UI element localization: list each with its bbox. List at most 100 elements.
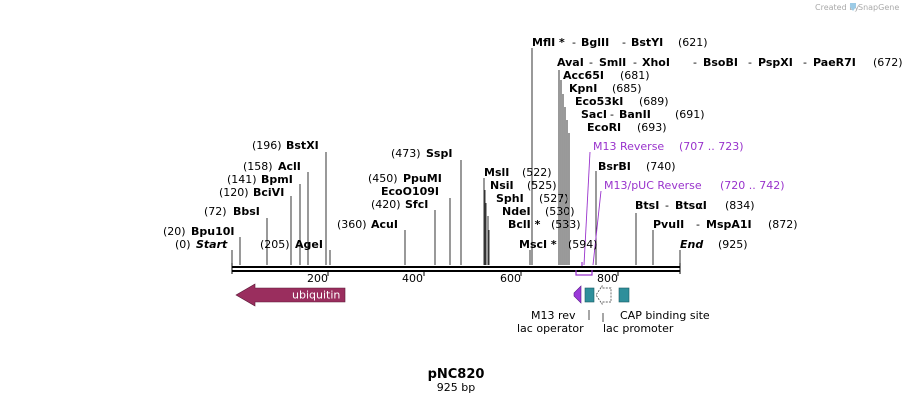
tick-label-200: 200: [307, 272, 328, 285]
site-bstxi-pos: (196): [252, 139, 282, 152]
site-avai-sep-1: -: [589, 56, 593, 69]
feature-cap-binding-site[interactable]: [618, 287, 630, 303]
site-acli[interactable]: (158) AclI: [243, 160, 301, 173]
site-sfci[interactable]: (420) SfcI: [371, 198, 428, 211]
tick-label-400: 400: [402, 272, 423, 285]
lac-operator-label: lac operator: [517, 322, 584, 335]
site-btsai-name: BtsαI: [675, 199, 707, 212]
site-avai-sep-4: -: [748, 56, 752, 69]
site-bcivi[interactable]: (120) BciVI: [219, 186, 284, 199]
site-avai[interactable]: AvaI - SmlI - XhoI - BsoBI - PspXI - Pae…: [557, 56, 903, 69]
site-bstxi-name: BstXI: [286, 139, 319, 152]
site-avai-pos: (672): [873, 56, 903, 69]
site-sfci-name: SfcI: [405, 198, 428, 211]
primer-m13-puc-reverse[interactable]: M13/pUC Reverse (720 .. 742): [604, 179, 785, 192]
site-bbsi[interactable]: (72) BbsI: [204, 205, 260, 218]
site-eco0109i[interactable]: EcoO109I: [381, 185, 439, 198]
site-nsii[interactable]: NsiI (525): [490, 179, 557, 192]
site-xhoi-name: XhoI: [642, 56, 670, 69]
site-bsrbi[interactable]: BsrBI (740): [598, 160, 676, 173]
site-btsi-sep: -: [665, 199, 669, 212]
feature-lac-promoter[interactable]: [595, 284, 612, 306]
site-nsii-pos: (525): [527, 179, 557, 192]
site-ecori-pos: (693): [637, 121, 667, 134]
site-ndei[interactable]: NdeI (530): [502, 205, 575, 218]
ubiquitin-arrow: [235, 283, 346, 307]
primer-m13-reverse[interactable]: M13 Reverse (707 .. 723): [593, 140, 744, 153]
site-acui[interactable]: (360) AcuI: [337, 218, 398, 231]
feature-ubiquitin[interactable]: ubiquitin: [235, 283, 346, 307]
site-bsobi-name: BsoBI: [703, 56, 738, 69]
site-end-pos: (925): [718, 238, 748, 251]
plasmid-length: 925 bp: [437, 381, 475, 394]
site-eco53ki-pos: (689): [639, 95, 669, 108]
site-acc65i[interactable]: Acc65I (681): [563, 69, 650, 82]
site-pvuii[interactable]: PvuII - MspA1I (872): [653, 218, 798, 231]
site-bbsi-name: BbsI: [233, 205, 260, 218]
site-ecori[interactable]: EcoRI (693): [587, 121, 667, 134]
site-bstxi[interactable]: (196) BstXI: [252, 139, 319, 152]
site-paer7i-name: PaeR7I: [813, 56, 856, 69]
site-sspi[interactable]: (473) SspI: [391, 147, 452, 160]
site-avai-sep-5: -: [803, 56, 807, 69]
site-bsrbi-name: BsrBI: [598, 160, 631, 173]
axis-ticks: 200 400 600 800: [307, 272, 619, 285]
feature-lac-operator[interactable]: [584, 287, 595, 303]
site-msli-pos: (522): [522, 166, 552, 179]
lac-promoter-label: lac promoter: [603, 322, 674, 335]
cap-binding-site-label: CAP binding site: [620, 309, 710, 322]
site-ppumi[interactable]: (450) PpuMI: [368, 172, 442, 185]
site-msci-pos: (594): [568, 238, 598, 251]
site-eco53ki[interactable]: Eco53kI (689): [575, 95, 669, 108]
site-sspi-pos: (473): [391, 147, 421, 160]
feature-m13-rev[interactable]: [573, 285, 582, 304]
site-end[interactable]: End (925): [680, 238, 748, 251]
site-eco0109i-name: EcoO109I: [381, 185, 439, 198]
ubiquitin-label: ubiquitin: [292, 289, 340, 302]
site-start[interactable]: (0) Start: [175, 238, 228, 251]
site-leader-lines: [231, 48, 681, 265]
site-kpni[interactable]: KpnI (685): [569, 82, 642, 95]
site-kpni-name: KpnI: [569, 82, 597, 95]
site-saci[interactable]: SacI - BanII (691): [581, 108, 705, 121]
site-avai-sep-3: -: [693, 56, 697, 69]
site-mfli-sep-2: -: [622, 36, 626, 49]
site-acui-name: AcuI: [371, 218, 398, 231]
site-bstyi-name: BstYI: [631, 36, 663, 49]
site-bcli-name: BclI *: [508, 218, 541, 231]
primer-leader-lines: [583, 151, 602, 266]
site-ndei-name: NdeI: [502, 205, 531, 218]
site-bpmi[interactable]: (141) BpmI: [227, 173, 293, 186]
site-mfli-sep-1: -: [572, 36, 576, 49]
site-btsi-name: BtsI: [635, 199, 659, 212]
lac-promoter-arrow: [595, 284, 612, 306]
site-ppumi-name: PpuMI: [403, 172, 442, 185]
site-btsi[interactable]: BtsI - BtsαI (834): [635, 199, 755, 212]
site-start-pos: (0): [175, 238, 191, 251]
site-bpmi-pos: (141): [227, 173, 257, 186]
site-acli-name: AclI: [278, 160, 301, 173]
site-mfli-name: MflI *: [532, 36, 565, 49]
site-saci-pos: (691): [675, 108, 705, 121]
site-msci[interactable]: MscI * (594): [519, 238, 598, 251]
snapgene-brand: SnapGene: [858, 3, 899, 12]
cap-binding-site-box: [618, 287, 630, 303]
site-bcivi-pos: (120): [219, 186, 249, 199]
site-mfli[interactable]: MflI * - BglII - BstYI (621): [532, 36, 708, 49]
created-by-text: Created by: [815, 3, 859, 12]
site-bcli[interactable]: BclI * (533): [508, 218, 581, 231]
site-bcivi-name: BciVI: [253, 186, 284, 199]
site-sfci-pos: (420): [371, 198, 401, 211]
tick-label-800: 800: [597, 272, 618, 285]
site-bpu10i[interactable]: (20) Bpu10I: [163, 225, 235, 238]
site-btsi-pos: (834): [725, 199, 755, 212]
site-sphi[interactable]: SphI (527): [496, 192, 569, 205]
snapgene-logo-icon: [850, 3, 856, 11]
lac-operator-box: [584, 287, 595, 303]
site-agei[interactable]: (205) AgeI: [260, 238, 323, 251]
site-bglii-name: BglII: [581, 36, 609, 49]
site-saci-name: SacI: [581, 108, 607, 121]
primer-m13-reverse-range: (707 .. 723): [679, 140, 744, 153]
site-msli[interactable]: MslI (522): [484, 166, 552, 179]
